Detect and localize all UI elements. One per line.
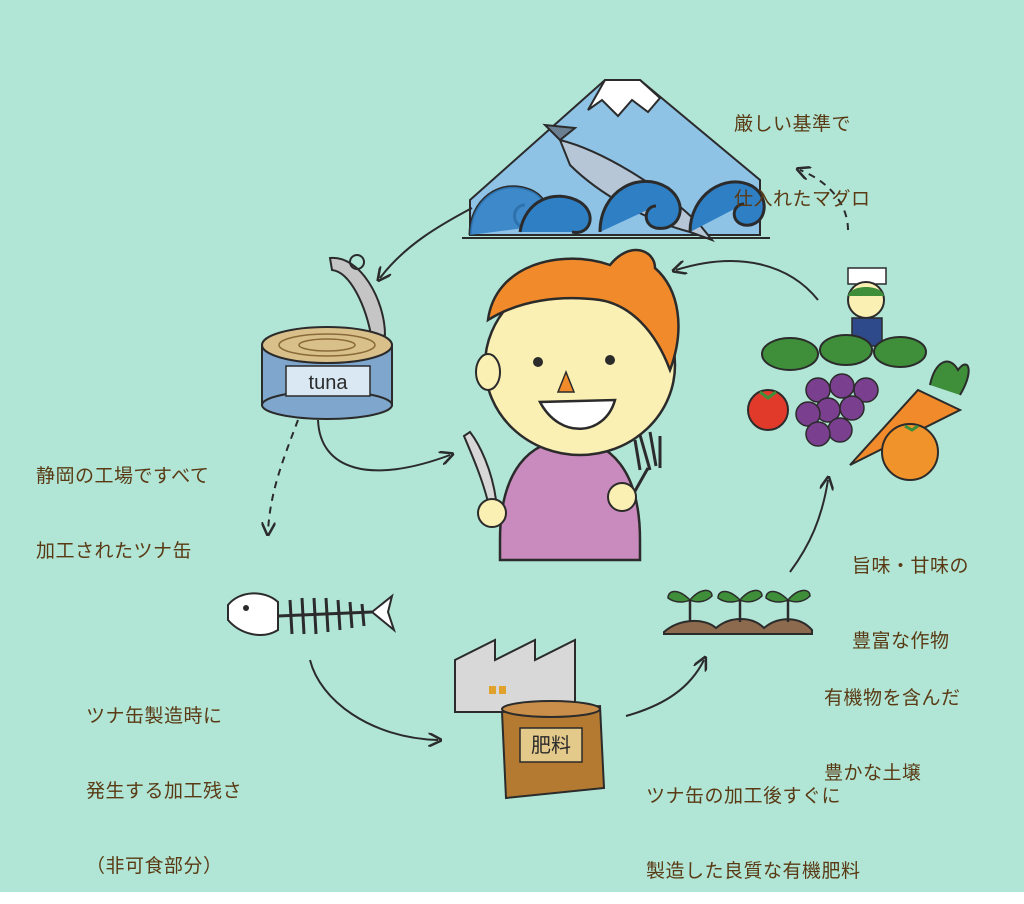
arrow-tuna-to-can: [380, 207, 473, 278]
caption-line: 豊富な作物: [852, 630, 950, 652]
arrow-fertilizer-to-soil: [625, 660, 704, 717]
soil-sprouts-icon: [663, 589, 813, 635]
mountain-waves-tuna-icon: [462, 79, 770, 243]
caption-line: 厳しい基準で: [734, 113, 852, 135]
arrow-can-to-person: [317, 419, 450, 472]
fertilizer-label: 肥料: [531, 733, 571, 757]
caption-line: 有機物を含んだ: [824, 687, 961, 709]
caption-line: 加工されたツナ缶: [36, 540, 193, 562]
vegetables-icon: [747, 334, 970, 481]
arrow-soil-to-crops: [789, 480, 828, 573]
caption-line: 仕入れたマグロ: [734, 188, 871, 210]
can-label: tuna: [309, 372, 349, 394]
caption-line: 製造した良質な有機肥料: [646, 860, 861, 882]
caption-line: ツナ缶製造時に: [86, 705, 223, 727]
fish-skeleton-icon: [227, 592, 397, 636]
arrow-skeleton-to-factory: [309, 659, 438, 740]
caption-byproduct: ツナ缶製造時に 発生する加工残さ （非可食部分）: [86, 654, 242, 904]
fertilizer-bag-icon: 肥料: [500, 700, 606, 800]
farmer-icon: [847, 267, 887, 347]
caption-line: 旨味・甘味の: [852, 555, 970, 577]
caption-tuna-source: 厳しい基準で 仕入れたマグロ: [734, 62, 871, 262]
caption-fertilizer: ツナ缶の加工後すぐに 製造した良質な有機肥料: [646, 734, 861, 904]
factory-icon: [454, 638, 576, 713]
caption-soil: 有機物を含んだ 豊かな土壌: [824, 636, 961, 836]
caption-factory-can: 静岡の工場ですべて 加工されたツナ缶: [36, 414, 209, 614]
cycle-arrows: [268, 170, 849, 740]
person-eating-icon: [462, 248, 680, 562]
caption-crops: 旨味・甘味の 豊富な作物: [852, 504, 969, 704]
tuna-can-icon: tuna: [261, 254, 393, 420]
caption-line: （非可食部分）: [86, 855, 223, 877]
caption-line: 豊かな土壌: [824, 762, 922, 784]
arrow-crops-to-person: [676, 260, 819, 301]
caption-line: ツナ缶の加工後すぐに: [646, 785, 842, 807]
caption-line: 静岡の工場ですべて: [36, 465, 210, 487]
caption-line: 発生する加工残さ: [86, 780, 243, 802]
arrow-can-to-skeleton: [268, 419, 299, 532]
